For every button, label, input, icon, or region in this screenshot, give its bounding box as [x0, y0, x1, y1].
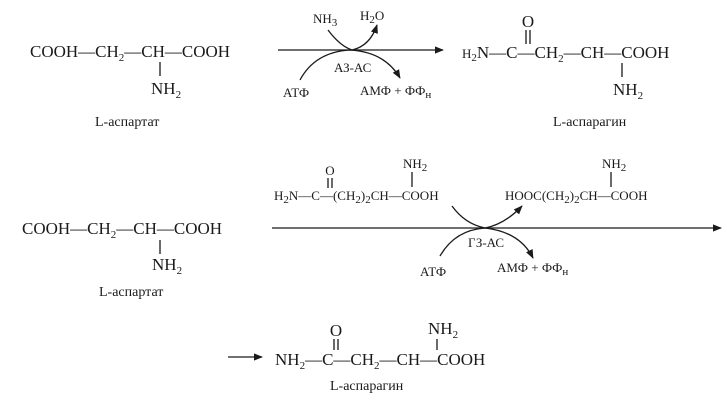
- enzyme-label: ГЗ-АС: [468, 235, 504, 250]
- amino-group: NH2: [428, 319, 458, 341]
- amp-ppi-label: АМФ + ФФн: [360, 83, 431, 101]
- aspartate-label: L-аспартат: [95, 115, 159, 130]
- amino-group: NH2: [403, 156, 427, 174]
- asparagine-label: L-аспарагин: [553, 115, 627, 130]
- ammonia: NH3: [313, 11, 338, 29]
- aspartate-formula: COOH—CH2—CH—COOH: [30, 42, 230, 64]
- l-asparagine-1: O H2N—C—CH2—CH—COOH NH2 L-аспарагин: [462, 12, 669, 130]
- amino-group: NH2: [151, 79, 181, 101]
- oxo-group: O: [522, 12, 534, 31]
- asparagine-label: L-аспарагин: [330, 379, 404, 394]
- asparagine-formula: NH2—C—CH2—CH—COOH: [275, 350, 485, 372]
- reaction-1: COOH—CH2—CH—COOH NH2 L-аспартат NH3 H2O …: [30, 8, 669, 130]
- amino-group: NH2: [602, 156, 626, 174]
- amp-ppi-label: АМФ + ФФн: [497, 260, 568, 278]
- atp-amp-curve: [299, 49, 401, 81]
- atp-amp-curve: [439, 227, 534, 259]
- amino-group: NH2: [152, 255, 182, 277]
- l-aspartate-2: COOH—CH2—CH—COOH NH2 L-аспартат: [22, 219, 222, 300]
- amino-group: NH2: [613, 80, 643, 102]
- asparagine-formula: H2N—C—CH2—CH—COOH: [462, 43, 669, 65]
- aspartate-formula: COOH—CH2—CH—COOH: [22, 219, 222, 241]
- l-asparagine-2: O NH2—C—CH2—CH—COOH NH2 L-аспарагин: [275, 319, 485, 394]
- oxo-group: O: [325, 163, 334, 178]
- glutamine: O H2N—C—(CH2)2CH—COOH NH2: [274, 156, 439, 206]
- aspartate-label: L-аспартат: [99, 285, 163, 300]
- glutamine-formula: H2N—C—(CH2)2CH—COOH: [274, 188, 439, 206]
- water: H2O: [360, 8, 384, 26]
- glutamate: HOOC(CH2)2CH—COOH NH2: [505, 156, 647, 206]
- enzyme-label: АЗ-АС: [334, 60, 371, 75]
- oxo-group: O: [330, 321, 342, 340]
- atp-label: АТФ: [283, 85, 309, 100]
- gln-glu-curve: [451, 205, 523, 229]
- atp-label: АТФ: [420, 264, 446, 279]
- reaction-2: COOH—CH2—CH—COOH NH2 L-аспартат O H2N—C—…: [22, 156, 722, 394]
- l-aspartate-1: COOH—CH2—CH—COOH NH2 L-аспартат: [30, 42, 230, 130]
- glutamate-formula: HOOC(CH2)2CH—COOH: [505, 188, 647, 206]
